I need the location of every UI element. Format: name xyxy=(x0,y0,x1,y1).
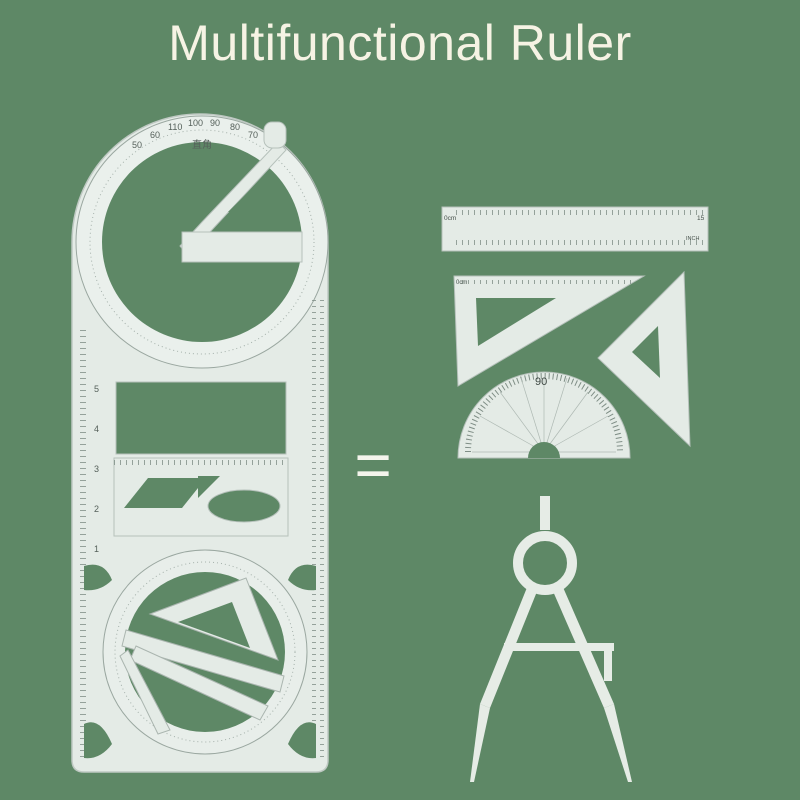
vertical-ruler-number: 1 xyxy=(94,544,99,554)
vertical-ruler-number: 2 xyxy=(94,504,99,514)
protractor-chinese-label: 直角 xyxy=(192,138,212,151)
protractor-label: 90 xyxy=(535,376,547,388)
ruler-start-label: 0cm xyxy=(444,215,456,222)
protractor-number: 100 xyxy=(188,118,203,128)
vertical-ruler-number: 4 xyxy=(94,424,99,434)
vertical-ruler-number: 3 xyxy=(94,464,99,474)
set-square-icon: 0cm xyxy=(453,275,646,387)
protractor-number: 50 xyxy=(132,140,142,150)
multifunction-ruler-icon: 110 100 90 80 70 60 50 直角 5 4 3 2 1 xyxy=(71,113,329,773)
page-title: Multifunctional Ruler xyxy=(168,15,632,71)
triangle-ruler-icon xyxy=(597,270,691,448)
ruler-unit-label: INCH xyxy=(686,236,699,242)
protractor-number: 90 xyxy=(210,118,220,128)
protractor-number: 110 xyxy=(168,122,182,132)
compass-icon xyxy=(470,496,632,782)
protractor-number: 60 xyxy=(150,130,160,140)
protractor-number: 80 xyxy=(230,122,240,132)
vertical-ruler-number: 5 xyxy=(94,384,99,394)
protractor-icon: 90 xyxy=(457,371,631,459)
ruler-end-label: 15 xyxy=(697,215,705,222)
set-square-start-label: 0cm xyxy=(456,280,467,286)
equals-sign: = xyxy=(354,429,392,501)
straight-ruler-icon: 0cm 15 INCH xyxy=(441,206,709,252)
protractor-number: 70 xyxy=(248,130,258,140)
